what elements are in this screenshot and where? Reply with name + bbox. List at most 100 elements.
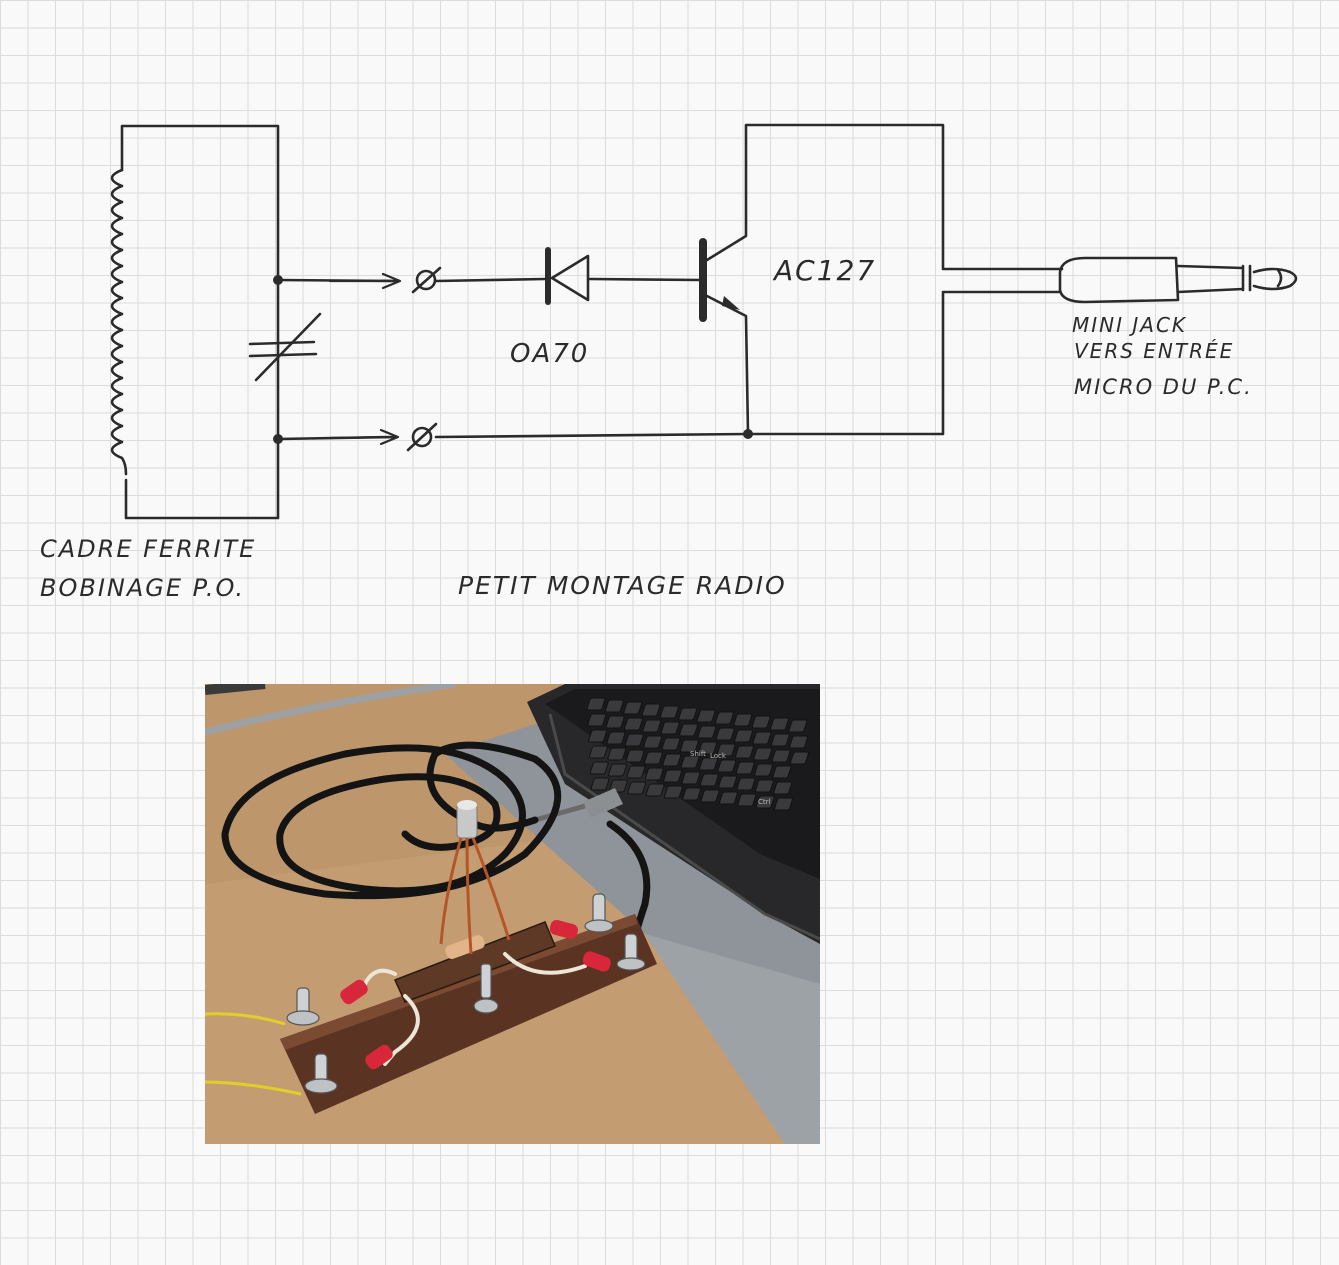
variable-capacitor-plate-bottom bbox=[248, 352, 318, 358]
keyboard-key bbox=[660, 721, 680, 735]
key-label-lock: Lock bbox=[710, 752, 727, 760]
keyboard-key bbox=[699, 757, 718, 771]
jack-label-line2: VERS ENTRÉE bbox=[1074, 339, 1234, 363]
keyboard-key bbox=[606, 731, 626, 745]
keyboard-key bbox=[773, 781, 793, 795]
coil-label-line1: CADRE FERRITE bbox=[40, 535, 256, 563]
keyboard-key bbox=[717, 759, 737, 773]
keyboard-key bbox=[772, 765, 792, 779]
background-cable bbox=[205, 684, 456, 736]
keyboard-key bbox=[624, 717, 643, 731]
keyboard-key bbox=[754, 779, 774, 793]
keyboard-key bbox=[641, 703, 661, 717]
keyboard-key bbox=[774, 797, 793, 811]
junction-dot bbox=[273, 434, 283, 444]
keyboard-key bbox=[679, 723, 698, 737]
keyboard-key bbox=[588, 745, 608, 759]
laptop-keyboard bbox=[586, 697, 809, 811]
keyboard-key bbox=[789, 735, 809, 749]
wire-terminal-to-diode bbox=[434, 277, 547, 283]
white-wires bbox=[363, 952, 587, 1066]
jack-label-line3: MICRO DU P.C. bbox=[1074, 375, 1253, 399]
keyboard-key bbox=[645, 783, 665, 797]
keyboard-key bbox=[697, 725, 717, 739]
key-label-ctrl: Ctrl bbox=[758, 798, 771, 806]
keyboard-key bbox=[788, 719, 808, 733]
schematic-diagram: AC127 OA70 MINI JACK VERS ENTRÉE MICRO D… bbox=[40, 123, 1298, 602]
keyboard-key bbox=[663, 769, 683, 783]
transistor-emitter bbox=[705, 294, 750, 436]
variable-capacitor-arrow bbox=[254, 312, 322, 382]
keyboard-key bbox=[719, 791, 738, 805]
keyboard-key bbox=[698, 741, 718, 755]
keyboard-key bbox=[586, 697, 606, 711]
arrow-top bbox=[328, 272, 402, 290]
keyboard-key bbox=[644, 767, 664, 781]
keyboard-key bbox=[679, 739, 699, 753]
junction-dot bbox=[743, 429, 753, 439]
terminal-top bbox=[411, 266, 442, 294]
keyboard-key bbox=[626, 765, 646, 779]
keyboard-key bbox=[734, 745, 754, 759]
mini-jack-plug bbox=[583, 788, 623, 818]
keyboard-key bbox=[733, 713, 753, 727]
diode-triangle bbox=[550, 254, 590, 302]
keyboard-key bbox=[736, 777, 756, 791]
coil-frame-wire bbox=[120, 124, 280, 520]
keyboard-key bbox=[696, 709, 716, 723]
keyboard-key bbox=[735, 761, 755, 775]
mini-jack-body bbox=[1058, 256, 1180, 304]
keyboard-key bbox=[588, 729, 608, 743]
key-label-shift: Shift bbox=[690, 750, 706, 758]
keyboard-key bbox=[716, 743, 736, 757]
keyboard-key bbox=[753, 747, 773, 761]
keyboard-key bbox=[605, 715, 625, 729]
keyboard-key bbox=[587, 713, 607, 727]
keyboard-key bbox=[662, 753, 682, 767]
diode-label: OA70 bbox=[510, 339, 589, 369]
keyboard-key bbox=[589, 761, 609, 775]
keyboard-key bbox=[623, 701, 643, 715]
keyboard-key bbox=[608, 763, 627, 777]
keyboard-key bbox=[627, 781, 647, 795]
keyboard-key bbox=[643, 735, 663, 749]
keyboard-key bbox=[718, 775, 738, 789]
arrow-bottom bbox=[328, 428, 400, 446]
circuit-photo: Shift Lock Ctrl bbox=[205, 684, 820, 1144]
coil-label-line2: BOBINAGE P.O. bbox=[40, 574, 245, 602]
transistor-label: AC127 bbox=[772, 254, 876, 287]
jack-label-line1: MINI JACK bbox=[1072, 313, 1187, 337]
keyboard-key bbox=[678, 707, 698, 721]
keyboard-key bbox=[715, 711, 734, 725]
keyboard-key bbox=[590, 777, 610, 791]
mini-jack-tip bbox=[1176, 264, 1298, 294]
diagram-title: PETIT MONTAGE RADIO bbox=[458, 571, 787, 600]
keyboard-key bbox=[661, 737, 681, 751]
keyboard-key bbox=[752, 731, 772, 745]
diode-glass bbox=[445, 934, 485, 960]
wire-bottom-rail bbox=[434, 290, 1062, 439]
keyboard-key bbox=[642, 719, 662, 733]
terminal-strip bbox=[393, 921, 556, 1003]
keyboard-key bbox=[625, 749, 645, 763]
keyboard-key bbox=[659, 705, 679, 719]
keyboard-key bbox=[681, 771, 701, 785]
screw-terminals bbox=[286, 893, 646, 1094]
junction-dot bbox=[273, 275, 283, 285]
ferrite-coil bbox=[110, 168, 128, 476]
transistor-legs bbox=[439, 837, 511, 955]
keyboard-key bbox=[754, 763, 773, 777]
keyboard-key bbox=[644, 751, 663, 765]
terminal-bottom bbox=[406, 422, 438, 452]
keyboard-key bbox=[699, 773, 719, 787]
keyboard-key bbox=[770, 733, 790, 747]
keyboard-key bbox=[770, 717, 789, 731]
keyboard-key bbox=[624, 733, 644, 747]
keyboard-key bbox=[734, 729, 754, 743]
transistor-collector bbox=[705, 123, 1064, 271]
keyboard-key bbox=[771, 749, 791, 763]
wire-diode-to-base bbox=[588, 277, 702, 282]
keyboard-key bbox=[604, 699, 624, 713]
keyboard-key bbox=[663, 785, 683, 799]
keyboard-key bbox=[607, 747, 627, 761]
